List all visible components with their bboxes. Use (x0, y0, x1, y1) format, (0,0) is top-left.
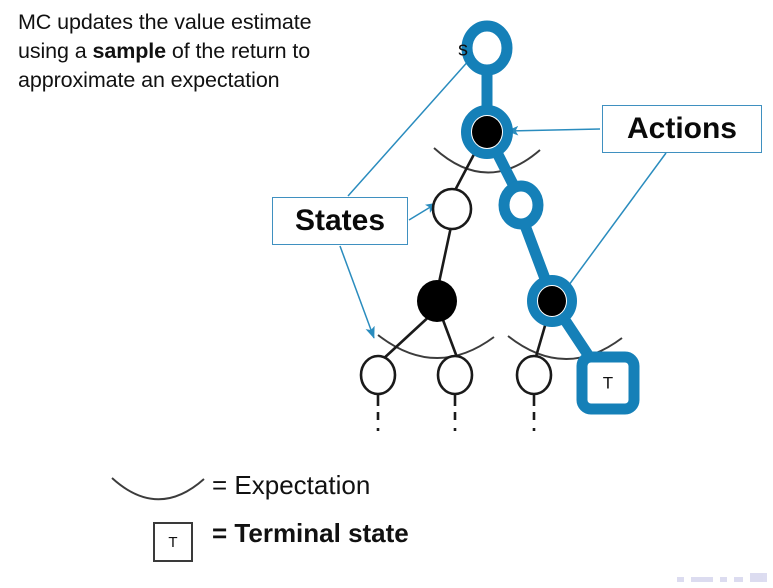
legend-terminal-icon-label: T (168, 533, 178, 551)
leaf-state-node-2[interactable] (436, 354, 474, 396)
caption-line-1: MC updates the value estimate (18, 10, 312, 34)
nav-bar-icon[interactable] (691, 577, 713, 582)
callout-states-label: States (294, 204, 386, 237)
action-node-1[interactable] (472, 116, 502, 148)
caption-line-3: approximate an expectation (18, 68, 280, 93)
action-node-2[interactable] (538, 286, 566, 316)
legend-row-terminal: T = Terminal state (108, 518, 409, 562)
edge-state-left-to-action (435, 220, 454, 294)
state-node-left[interactable] (431, 187, 473, 231)
expectation-arc-left (377, 334, 495, 359)
nav-next-icon[interactable] (720, 577, 727, 582)
callout-states[interactable]: States (272, 197, 408, 245)
navigation-controls[interactable] (677, 573, 767, 582)
callout-actions[interactable]: Actions (602, 105, 762, 153)
callout-actions-label: Actions (626, 112, 737, 145)
action-node-2-ring (527, 275, 577, 327)
terminal-node[interactable] (576, 351, 640, 415)
nav-menu-icon[interactable] (734, 577, 743, 582)
dashed-continuations (376, 394, 536, 431)
traj-action1-to-state (481, 127, 526, 204)
traj-action2-to-terminal (547, 296, 608, 382)
root-state-node[interactable] (461, 20, 513, 76)
legend-terminal-text: = Terminal state (212, 518, 409, 548)
leaf-state-node-3[interactable] (515, 354, 553, 396)
action-node-left[interactable] (417, 280, 457, 322)
state-node-highlighted[interactable] (498, 180, 544, 230)
caption-emphasis-sample: sample (92, 39, 167, 64)
nav-options-icon[interactable] (750, 573, 767, 582)
edge-action-to-leaf-1 (380, 310, 436, 362)
caption-text: MC updates the value estimate using a sa… (18, 8, 438, 96)
tree-edges (380, 139, 551, 362)
root-state-label: s (458, 38, 468, 60)
legend-row-expectation: = Expectation (108, 470, 370, 501)
expectation-arc-icon (111, 477, 205, 501)
leader-actions-to-action-1 (506, 125, 601, 136)
edge-action2-to-leaf-3 (533, 310, 551, 362)
expectation-arc-top (433, 147, 541, 174)
caption-line-2-suffix: of the return to (166, 39, 311, 64)
terminal-node-label: T (603, 373, 613, 392)
highlighted-trajectory (481, 56, 608, 382)
traj-state-to-action2 (514, 206, 559, 306)
leader-states-to-state-node (408, 202, 438, 221)
edge-action1-to-state-left (450, 139, 483, 198)
edge-action-to-leaf-2 (438, 310, 460, 362)
nav-prev-icon[interactable] (677, 577, 684, 582)
leader-states-to-leaf (339, 245, 375, 339)
legend-terminal-icon: T (153, 522, 193, 562)
leaf-state-node-1[interactable] (359, 354, 397, 396)
legend-expectation-text: = Expectation (212, 470, 371, 500)
expectation-arc-right (507, 335, 623, 360)
expectation-arcs (377, 147, 623, 360)
caption-line-2-prefix: using a (18, 39, 93, 64)
action-node-1-ring (461, 105, 513, 159)
leader-actions-to-action-2 (565, 152, 667, 290)
